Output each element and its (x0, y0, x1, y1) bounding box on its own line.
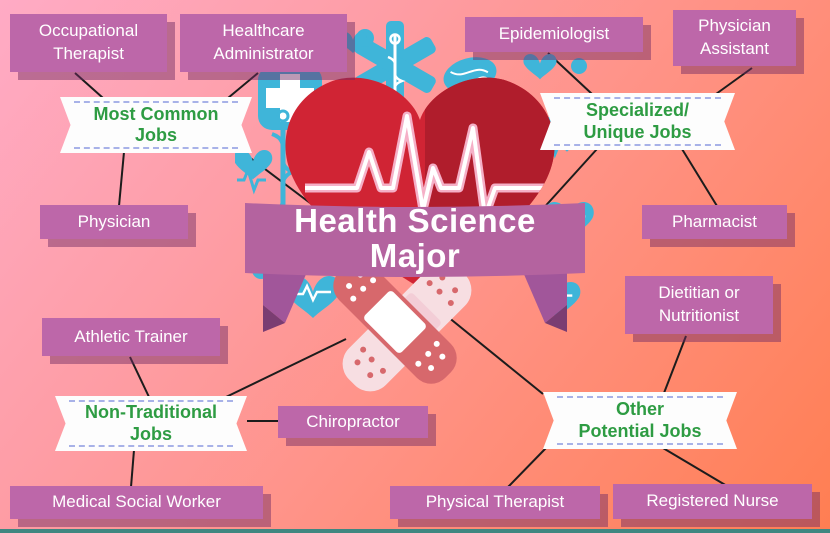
job-box-physical-therapist: Physical Therapist (390, 486, 600, 519)
job-box-dietitian-or-nutritionist: Dietitian or Nutritionist (625, 276, 773, 334)
page-title-line2: Major (369, 237, 461, 274)
category-label: Specialized/ (585, 100, 690, 121)
page-title-line1: Health Science (294, 202, 536, 240)
job-box-registered-nurse: Registered Nurse (613, 484, 812, 519)
job-box-chiropractor: Chiropractor (278, 406, 428, 438)
job-box-occupational-therapist: Occupational Therapist (10, 14, 167, 72)
job-box-healthcare-administrator: Healthcare Administrator (180, 14, 347, 72)
category-label: Jobs (129, 423, 172, 444)
category-label: Potential Jobs (578, 420, 702, 441)
category-label: Other (615, 399, 664, 420)
category-label: Most Common (93, 103, 219, 124)
page-title: Health Science Major (245, 203, 585, 275)
job-box-physician-assistant: Physician Assistant (673, 10, 796, 66)
job-box-epidemiologist: Epidemiologist (465, 17, 643, 52)
job-box-pharmacist: Pharmacist (642, 205, 787, 239)
bottom-edge-strip (0, 529, 830, 533)
category-label: Non-Traditional (85, 402, 217, 423)
job-box-athletic-trainer: Athletic Trainer (42, 318, 220, 356)
category-non-traditional-jobs: Non-Traditional Jobs (55, 396, 247, 451)
ekg-line (305, 111, 547, 221)
category-specialized-unique-jobs: Specialized/ Unique Jobs (540, 93, 735, 150)
job-box-physician: Physician (40, 205, 188, 239)
connector-line-group (74, 52, 753, 488)
job-box-medical-social-worker: Medical Social Worker (10, 486, 263, 519)
category-most-common-jobs: Most Common Jobs (60, 97, 252, 153)
category-other-potential-jobs: Other Potential Jobs (543, 392, 737, 449)
category-label: Unique Jobs (583, 121, 692, 142)
ribbon-banner (245, 203, 585, 332)
heart-illustration (235, 21, 594, 392)
pill-dot-icon (571, 58, 587, 74)
heart-icon (285, 77, 555, 288)
category-label: Jobs (134, 125, 177, 145)
